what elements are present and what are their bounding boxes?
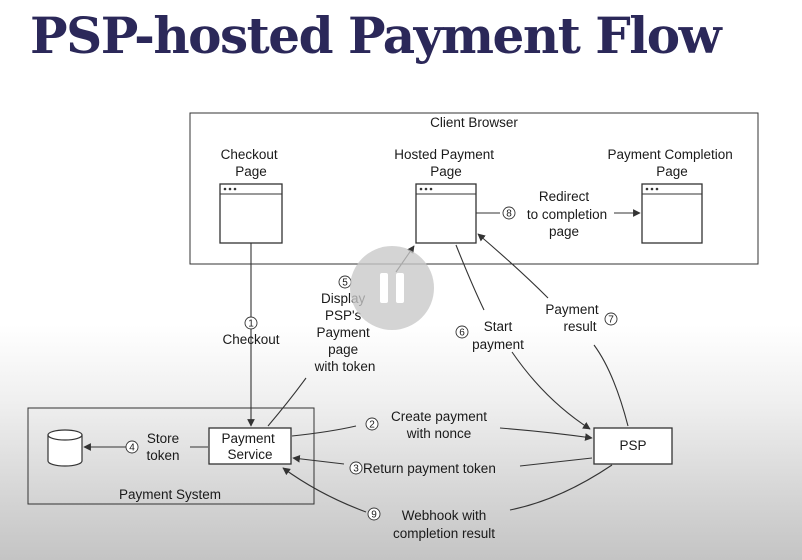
step-6: 6 Start payment — [455, 319, 524, 352]
svg-text:3: 3 — [353, 464, 359, 475]
step-3: 3 Return payment token — [349, 461, 496, 476]
pause-button[interactable] — [350, 246, 434, 330]
payment-service-label: Payment Service — [221, 431, 278, 462]
step-5: 5 Display PSP's Payment page with token — [314, 275, 376, 374]
arrow-7-payment-result — [478, 234, 629, 427]
slide-title: PSP-hosted Payment Flow — [30, 6, 722, 65]
psp-box — [593, 427, 673, 465]
svg-text:2: 2 — [369, 420, 375, 431]
svg-text:Create payment: Create payment — [391, 409, 487, 424]
svg-text:Checkout: Checkout — [222, 332, 279, 347]
svg-text:Return payment token: Return payment token — [363, 461, 496, 476]
svg-text:page: page — [549, 224, 579, 239]
svg-text:Webhook with: Webhook with — [402, 508, 487, 523]
checkout-page-icon — [219, 183, 283, 244]
step-1: 1 Checkout — [222, 316, 280, 347]
svg-text:Redirect: Redirect — [539, 189, 590, 204]
step-4: 4 Store token — [125, 431, 180, 463]
svg-text:with nonce: with nonce — [406, 426, 472, 441]
completion-page-icon — [641, 183, 703, 244]
step-8: 8 Redirect to completion page — [502, 189, 607, 239]
step-7: Payment result 7 — [545, 302, 618, 334]
svg-text:6: 6 — [459, 328, 465, 339]
svg-text:1: 1 — [248, 319, 254, 330]
client-browser-box — [189, 112, 759, 265]
svg-text:9: 9 — [371, 510, 377, 521]
step-2: 2 Create payment with nonce — [365, 409, 487, 441]
payment-service-box — [208, 427, 292, 465]
svg-text:Display PSP's Paym: Display PSP's Payment page with token — [314, 291, 376, 374]
svg-text:payment: payment — [472, 337, 524, 352]
database-icon — [47, 429, 83, 467]
svg-text:Store: Store — [147, 431, 179, 446]
svg-text:Start: Start — [484, 319, 513, 334]
svg-text:result: result — [563, 319, 596, 334]
hosted-payment-page-icon — [415, 183, 477, 244]
svg-text:completion result: completion result — [393, 526, 495, 541]
svg-text:to completion: to completion — [527, 207, 607, 222]
client-browser-label: Client Browser — [430, 115, 518, 130]
step-9: 9 Webhook with completion result — [367, 507, 495, 541]
checkout-page-label: Checkout Page — [221, 147, 282, 179]
psp-label: PSP — [619, 438, 646, 453]
arrow-6-start-payment — [455, 244, 590, 429]
payment-system-label: Payment System — [119, 487, 221, 502]
hosted-payment-page-label: Hosted Payment Page — [394, 147, 498, 179]
pause-icon-right-bar — [396, 273, 404, 303]
arrow-9-webhook — [283, 465, 613, 513]
completion-page-label: Payment Completion Page — [607, 147, 736, 179]
svg-text:8: 8 — [506, 209, 512, 220]
payment-system-box — [27, 407, 315, 505]
arrow-3-return-token — [293, 458, 593, 467]
pause-icon-left-bar — [380, 273, 388, 303]
svg-text:Payment: Payment — [545, 302, 599, 317]
svg-text:4: 4 — [129, 443, 135, 454]
svg-text:token: token — [146, 448, 179, 463]
svg-text:7: 7 — [608, 315, 614, 326]
svg-text:5: 5 — [342, 278, 348, 289]
